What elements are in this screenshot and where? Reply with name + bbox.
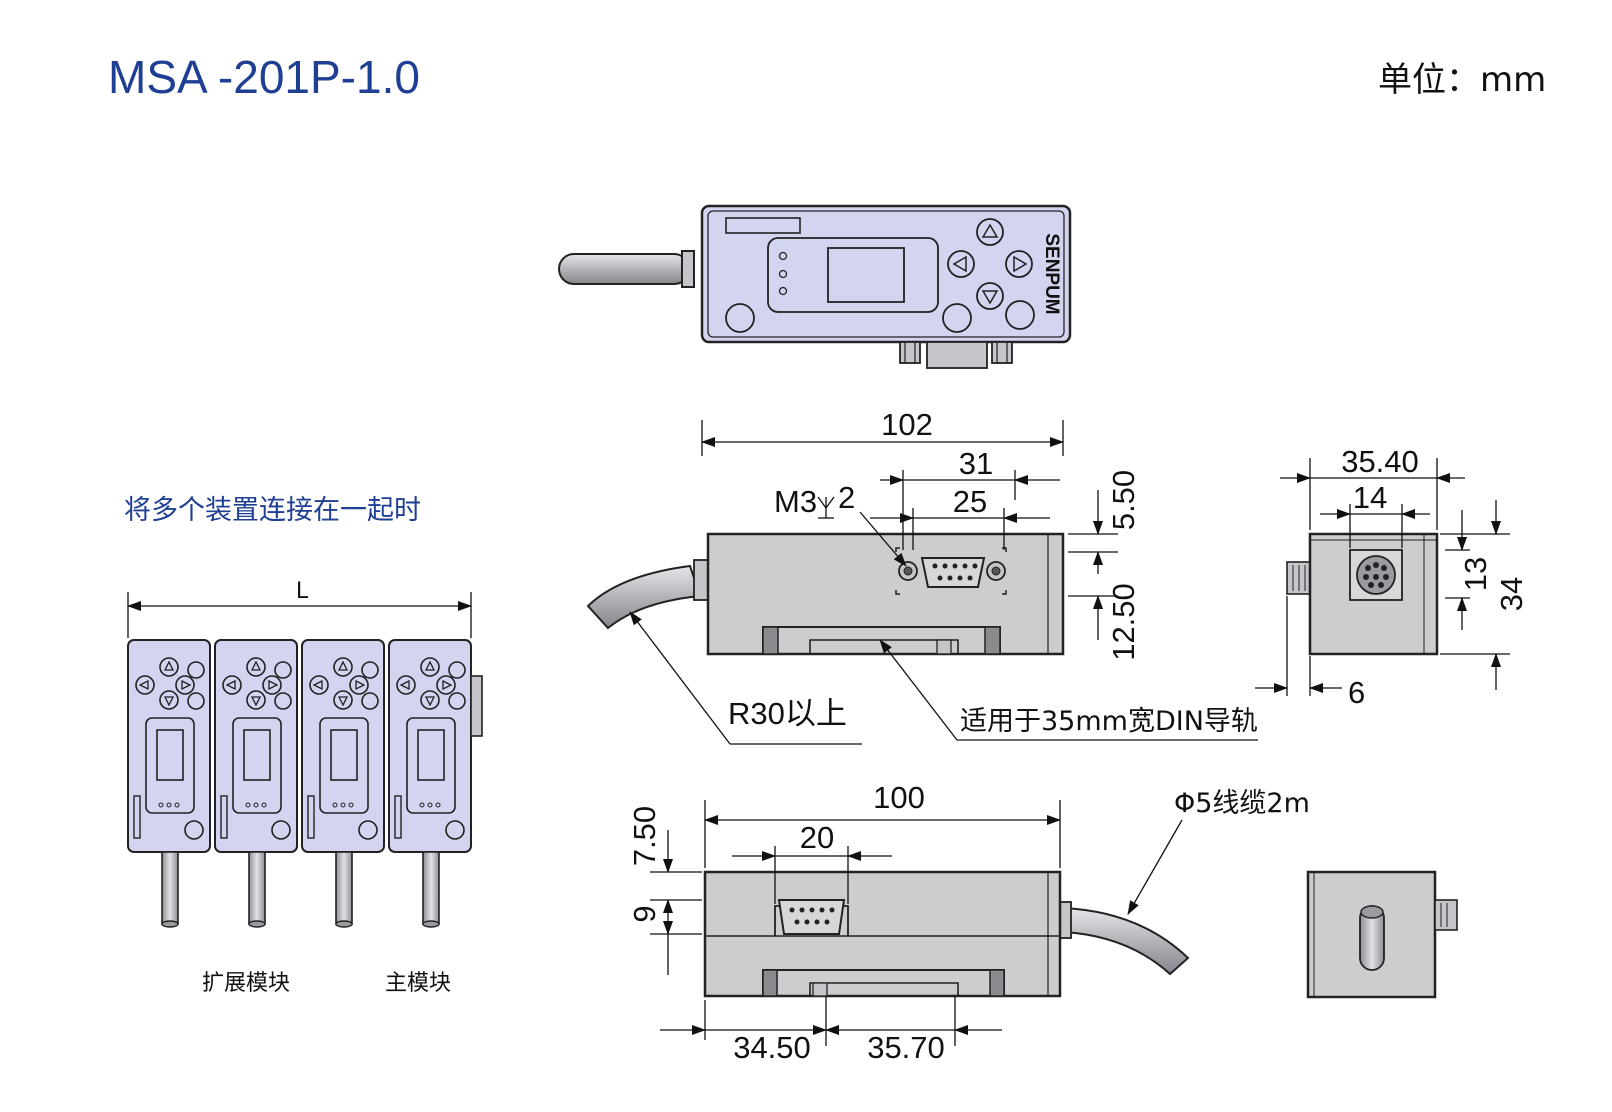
dim-35-70: 35.70 (867, 1030, 945, 1065)
extension-module-3 (301, 639, 385, 928)
bend-radius-note: R30以上 (728, 696, 847, 731)
model-title: MSA -201P-1.0 (108, 51, 420, 103)
dim-34-50: 34.50 (733, 1030, 811, 1065)
cable-note: Φ5线缆2m (1174, 788, 1310, 819)
dim-31: 31 (959, 446, 993, 481)
dim-total-length: L (296, 579, 309, 604)
dim-length-100: 100 (873, 780, 925, 815)
main-module (388, 639, 472, 928)
dim-20: 20 (800, 820, 834, 855)
right-arrow-icon (1005, 250, 1033, 278)
extension-module-1 (127, 639, 211, 928)
dim-12-50: 12.50 (1106, 583, 1141, 661)
dim-5-50: 5.50 (1106, 470, 1141, 530)
extension-module-label: 扩展模块 (202, 971, 290, 996)
brand-label: SENPUM (1041, 233, 1062, 314)
extension-module-2 (214, 639, 298, 928)
dim-9: 9 (627, 905, 662, 922)
thread-depth: 2 (838, 480, 855, 515)
top-view-panel: SENPUM (558, 204, 1072, 369)
multi-device-title: 将多个装置连接在一起时 (124, 495, 421, 526)
unit-label: 单位：mm (1378, 60, 1547, 100)
bottom-view (703, 870, 1190, 998)
end-view (1286, 532, 1439, 656)
dim-13: 13 (1458, 557, 1493, 591)
dim-35-40: 35.40 (1341, 444, 1419, 479)
thread-label: M3 (774, 484, 817, 519)
left-arrow-icon (947, 250, 975, 278)
down-arrow-icon (976, 282, 1004, 310)
side-view (586, 532, 1065, 656)
dim-25: 25 (953, 484, 987, 519)
multi-module-view (127, 592, 483, 928)
dim-34: 34 (1494, 577, 1529, 611)
din-rail-note: 适用于35mm宽DIN导轨 (960, 706, 1258, 737)
bottom-view-dimensions (650, 800, 1183, 1046)
end-view-dimensions (1255, 458, 1510, 696)
cable-end-view (1306, 870, 1458, 999)
side-view-dimensions (629, 420, 1258, 745)
up-arrow-icon (976, 218, 1004, 246)
dim-7-50: 7.50 (627, 806, 662, 866)
dim-6: 6 (1348, 675, 1365, 710)
main-module-label: 主模块 (385, 971, 451, 996)
dim-length-102: 102 (881, 407, 933, 442)
dim-14: 14 (1353, 480, 1387, 515)
